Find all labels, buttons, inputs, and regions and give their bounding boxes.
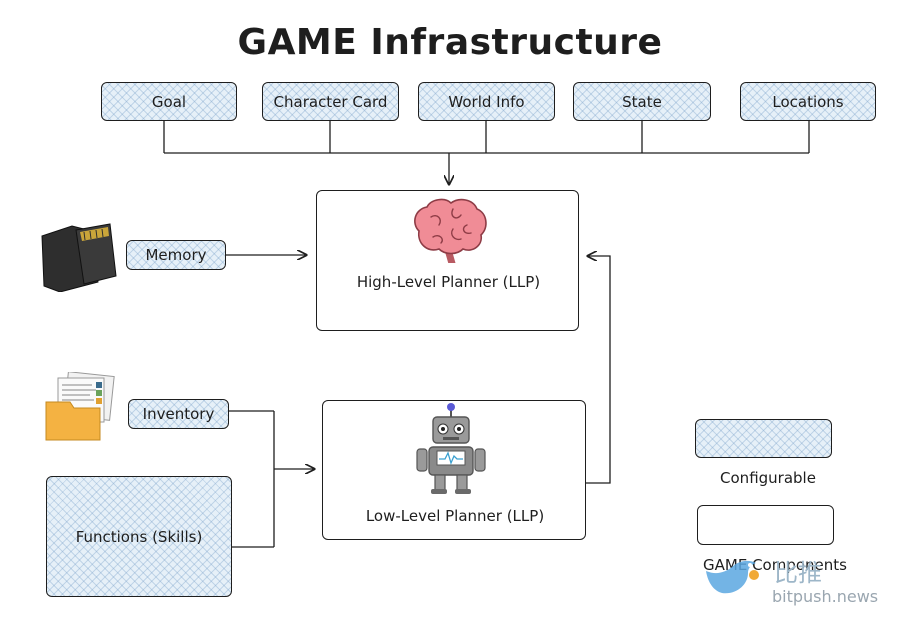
watermark-en: bitpush.news	[772, 587, 879, 606]
high-level-planner-box: High-Level Planner (LLP)	[316, 190, 579, 331]
state-label: State	[622, 92, 662, 111]
folder-documents-icon	[45, 372, 115, 441]
world-info-box: World Info	[418, 82, 555, 121]
locations-label: Locations	[772, 92, 844, 111]
memory-box: Memory	[126, 240, 226, 270]
goal-label: Goal	[151, 92, 187, 111]
watermark-cn: 比推	[774, 559, 822, 587]
low-level-planner-label: Low-Level Planner (LLP)	[365, 507, 545, 525]
bird-logo-icon	[706, 560, 759, 594]
character-card-label: Character Card	[273, 92, 388, 111]
legend-components-swatch	[697, 505, 834, 545]
state-box: State	[573, 82, 711, 121]
memory-card-icon	[41, 223, 117, 292]
inventory-box: Inventory	[128, 399, 229, 429]
world-info-label: World Info	[448, 92, 525, 111]
functions-box: Functions (Skills)	[46, 476, 232, 597]
robot-icon	[416, 403, 486, 494]
character-card-box: Character Card	[262, 82, 399, 121]
legend-configurable-swatch	[695, 419, 832, 458]
diagram-title: GAME Infrastructure	[237, 22, 663, 63]
memory-label: Memory	[145, 246, 207, 264]
inventory-label: Inventory	[142, 405, 215, 423]
low-level-planner-box: Low-Level Planner (LLP)	[322, 400, 586, 540]
legend-configurable-label: Configurable	[720, 469, 816, 487]
brain-icon	[414, 198, 487, 263]
locations-box: Locations	[740, 82, 876, 121]
high-level-planner-label: High-Level Planner (LLP)	[356, 273, 541, 291]
goal-box: Goal	[101, 82, 237, 121]
functions-label: Functions (Skills)	[75, 527, 203, 546]
